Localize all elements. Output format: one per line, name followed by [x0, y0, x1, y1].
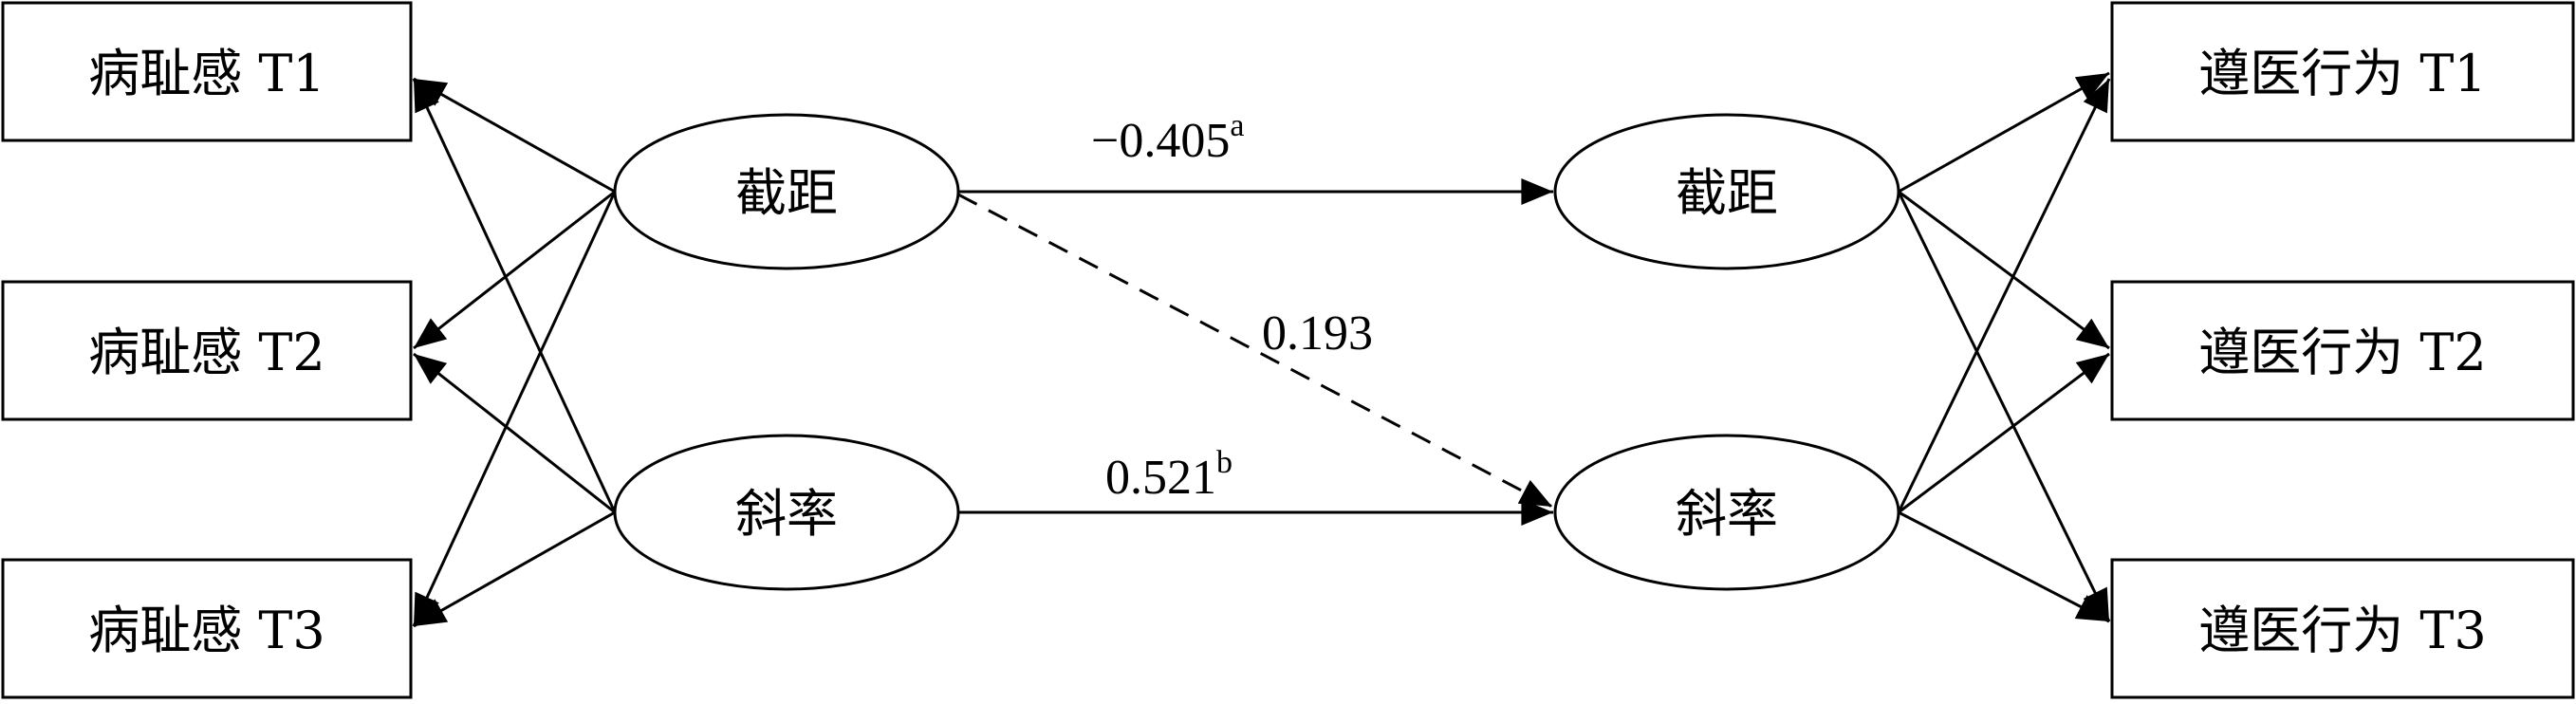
loading-arrow-left-slope-t3: [413, 510, 616, 628]
loading-arrow-right-slope-t2: [1898, 352, 2110, 514]
left-indicator-t2: 病耻感 T2: [1, 280, 413, 421]
right-slope-factor: 斜率: [1553, 434, 1900, 591]
loading-arrow-left-intercept-t1: [413, 77, 616, 194]
coef-slope-slope-sup: b: [1216, 445, 1232, 480]
loading-arrow-left-slope-t1: [412, 78, 617, 513]
right-indicator-t2: 遵医行为 T2: [2110, 280, 2575, 421]
coef-slope-slope-value: 0.521: [1105, 451, 1216, 505]
coef-slope-slope: 0.521b: [1105, 445, 1232, 505]
loading-arrow-left-intercept-t2: [413, 190, 616, 350]
left-slope-label: 斜率: [735, 484, 838, 544]
right-slope-label: 斜率: [1676, 484, 1778, 544]
coef-intercept-slope-value: 0.193: [1262, 306, 1373, 361]
left-intercept-label: 截距: [735, 163, 838, 223]
right-indicator-t1-label: 遵医行为 T1: [2198, 44, 2487, 103]
left-indicator-t2-label: 病耻感 T2: [88, 323, 325, 382]
right-indicator-t1: 遵医行为 T1: [2110, 1, 2575, 142]
coef-intercept-slope: 0.193: [1262, 306, 1373, 361]
right-indicator-t2-label: 遵医行为 T2: [2198, 323, 2487, 382]
right-indicator-t3-label: 遵医行为 T3: [2198, 601, 2487, 660]
left-indicator-t1-label: 病耻感 T1: [88, 44, 325, 103]
left-indicator-t3: 病耻感 T3: [1, 558, 413, 699]
right-intercept-factor: 截距: [1553, 113, 1900, 270]
right-intercept-label: 截距: [1676, 163, 1778, 223]
coef-intercept-intercept-value: −0.405: [1091, 114, 1230, 168]
coef-intercept-intercept-sup: a: [1230, 108, 1244, 143]
loading-arrow-right-intercept-t1: [1898, 71, 2110, 194]
structural-paths: [957, 178, 1553, 526]
loading-arrow-right-slope-t1: [1897, 78, 2111, 513]
right-loading-arrows: [1897, 71, 2111, 623]
left-slope-factor: 斜率: [613, 434, 960, 591]
loading-arrow-left-intercept-t3: [412, 191, 617, 627]
coef-intercept-intercept: −0.405a: [1091, 108, 1244, 168]
left-intercept-factor: 截距: [613, 113, 960, 270]
left-indicator-t1: 病耻感 T1: [1, 1, 413, 142]
left-indicator-t3-label: 病耻感 T3: [88, 601, 325, 660]
path-intercept-to-slope: [957, 193, 1553, 509]
loading-arrow-right-slope-t3: [1898, 510, 2110, 623]
right-indicator-t3: 遵医行为 T3: [2110, 558, 2575, 699]
loading-arrow-right-intercept-t3: [1897, 191, 2111, 622]
left-loading-arrows: [412, 77, 617, 628]
loading-arrow-right-intercept-t2: [1898, 190, 2110, 350]
loading-arrow-left-slope-t2: [413, 352, 616, 514]
